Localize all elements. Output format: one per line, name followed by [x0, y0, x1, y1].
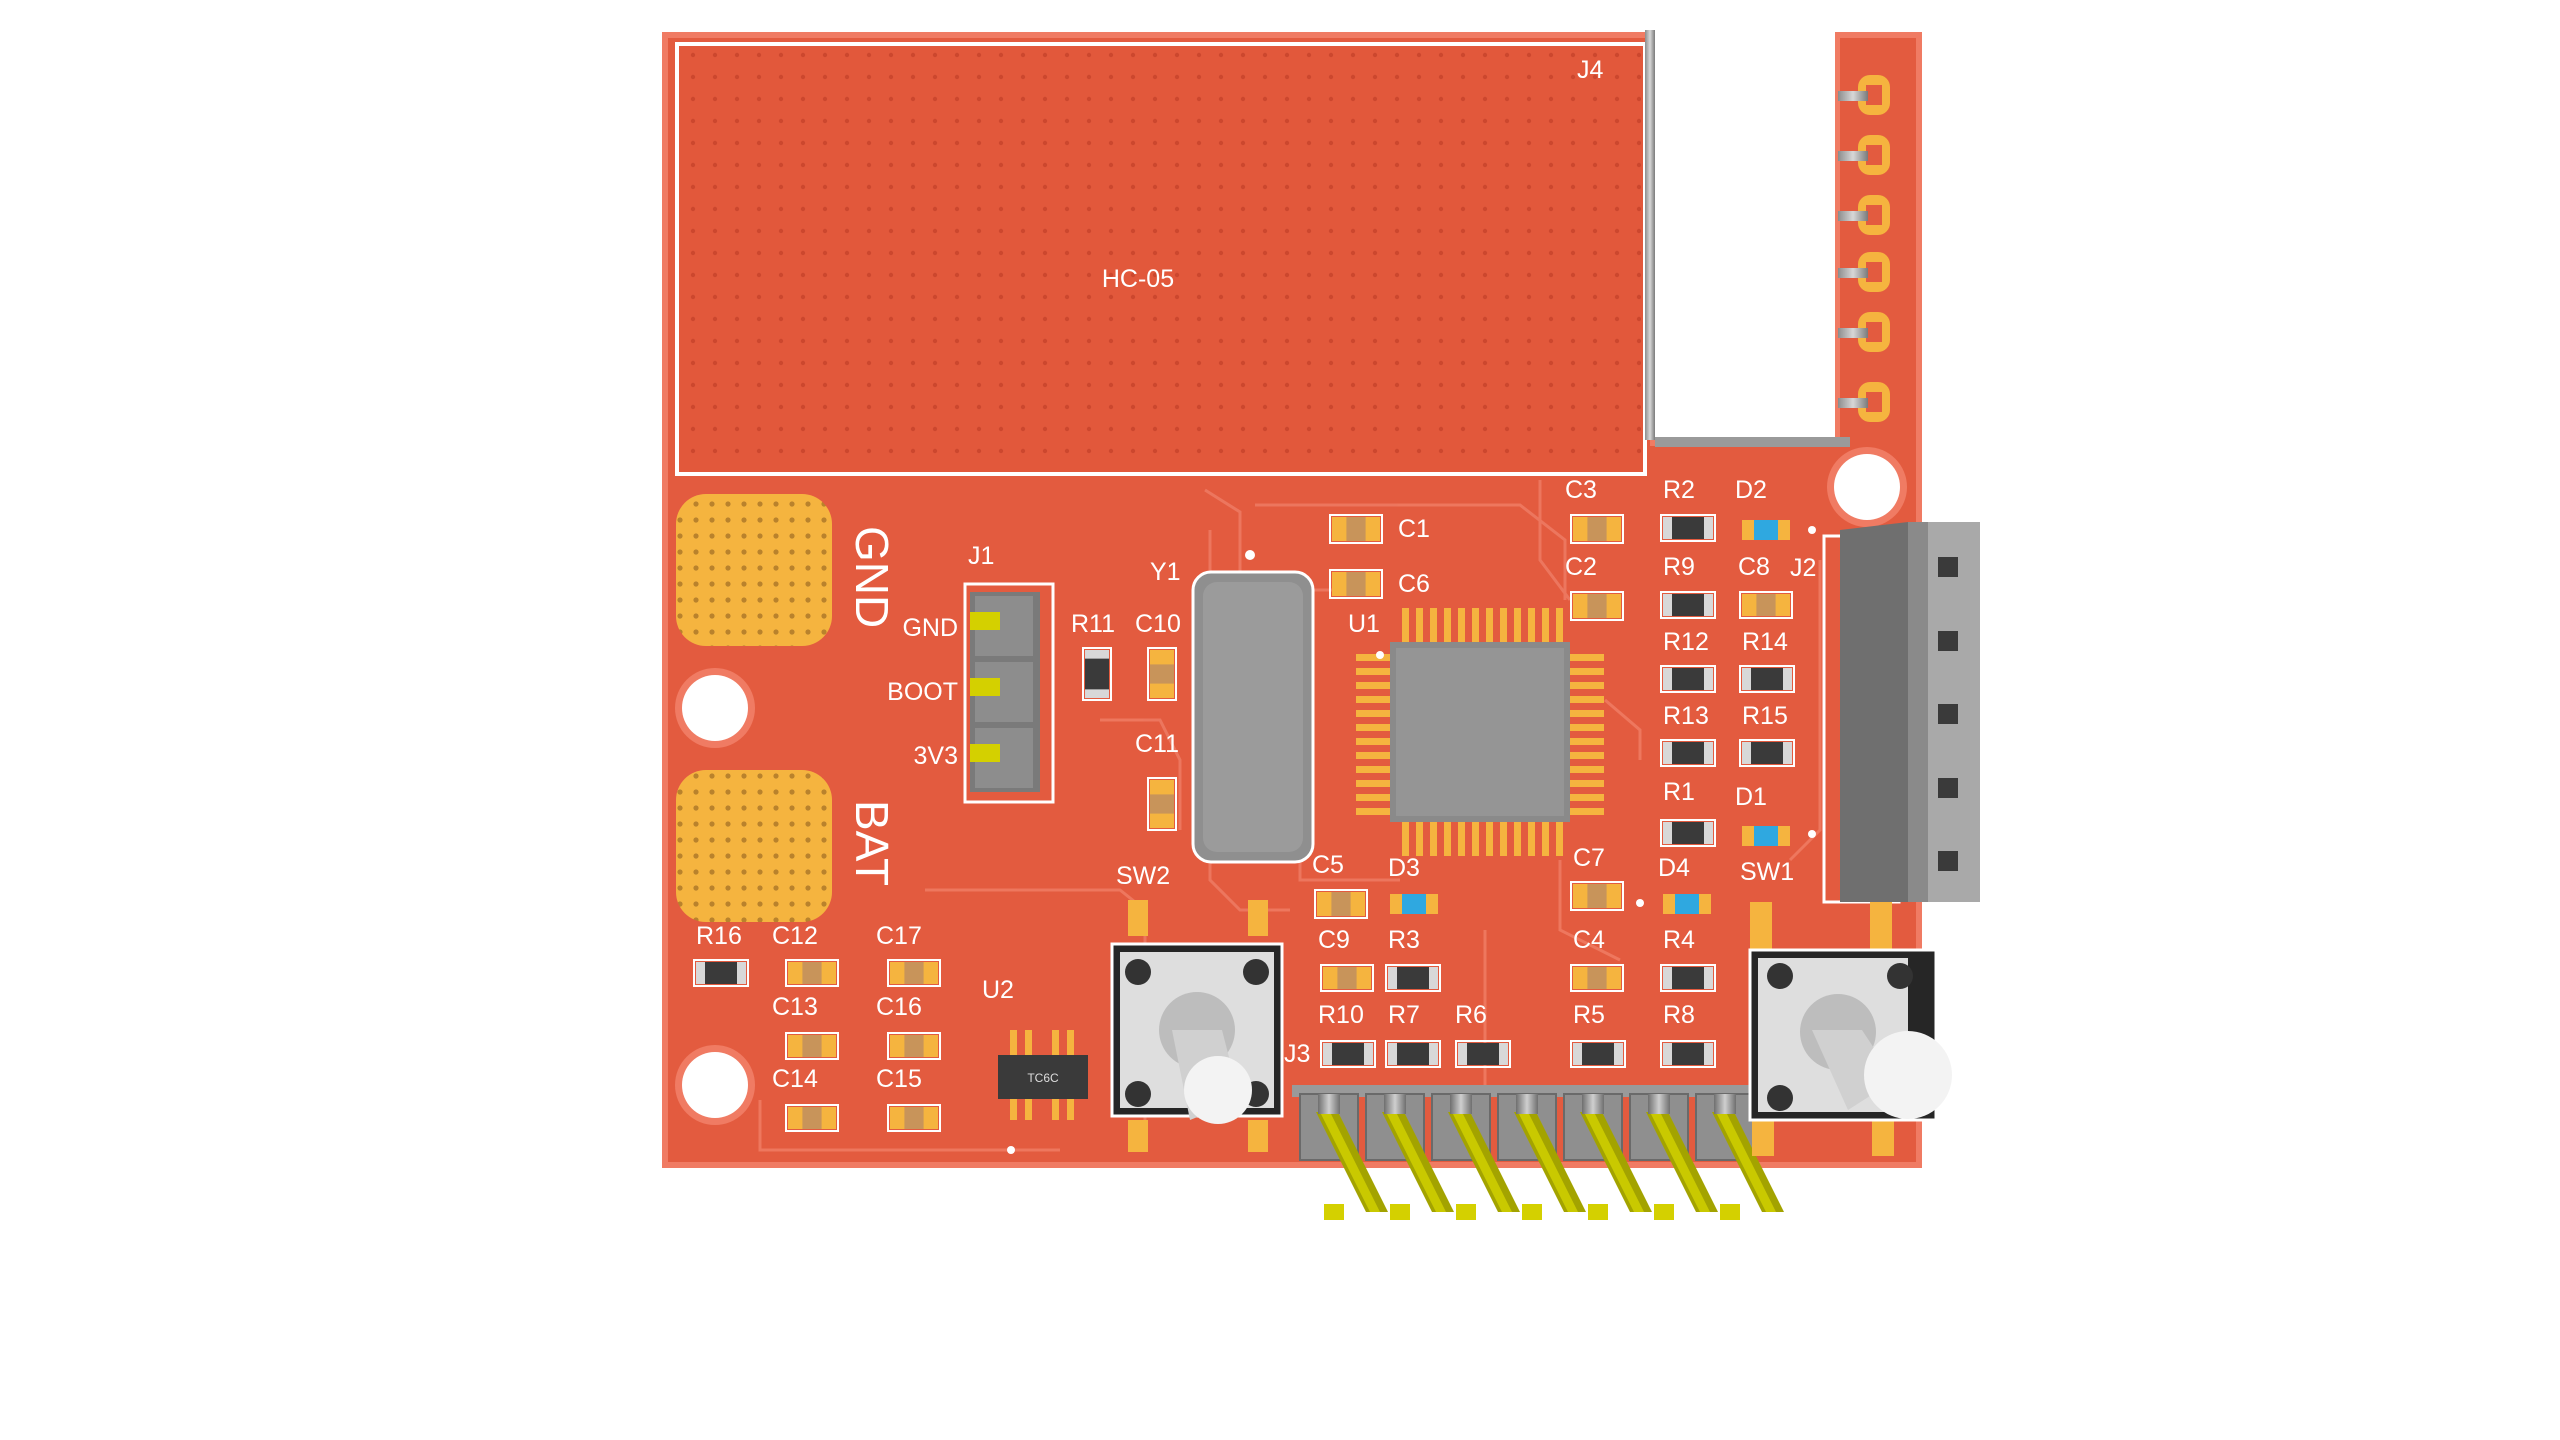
u1-ref: U1	[1348, 610, 1380, 638]
j1-boot-jumper: J1 GND BOOT 3V3	[887, 542, 1055, 804]
ref-r9: R9	[1663, 553, 1695, 581]
j3-pin	[1582, 1094, 1604, 1114]
ref-r16: R16	[696, 922, 742, 950]
j4-pin	[1838, 398, 1868, 408]
ref-r11: R11	[1071, 610, 1115, 638]
ref-d4: D4	[1658, 854, 1690, 882]
ref-c9: C9	[1318, 926, 1350, 954]
j4-pin	[1838, 151, 1868, 161]
ref-c15: C15	[876, 1065, 922, 1093]
ref-r13: R13	[1663, 702, 1709, 730]
module-label: HC-05	[1102, 265, 1174, 293]
j4-pin	[1838, 268, 1868, 278]
ref-r6: R6	[1455, 1001, 1487, 1029]
module-ref: J4	[1577, 56, 1604, 84]
ref-r2: R2	[1663, 476, 1695, 504]
j3-pin	[1714, 1094, 1736, 1114]
ref-c8: C8	[1738, 553, 1770, 581]
j2-pin	[1938, 778, 1958, 798]
j4-pin	[1838, 328, 1868, 338]
ref-r12: R12	[1663, 628, 1709, 656]
j2-pin	[1938, 631, 1958, 651]
ref-c10: C10	[1135, 610, 1181, 638]
ref-r1: R1	[1663, 778, 1695, 806]
u2-ref: U2	[982, 976, 1014, 1004]
j3-pin	[1516, 1094, 1538, 1114]
switch-sw1: SW1	[1740, 858, 1952, 1156]
j2-header: J2	[1790, 522, 1980, 904]
ref-d1: D1	[1735, 783, 1767, 811]
ref-c2: C2	[1565, 553, 1597, 581]
u2-marking: TC6C	[1027, 1071, 1059, 1085]
ref-r3: R3	[1388, 926, 1420, 954]
j1-pin-boot: BOOT	[887, 678, 958, 706]
ref-r4: R4	[1663, 926, 1695, 954]
bat-pad-label: BAT	[846, 800, 898, 886]
sw2-ref: SW2	[1116, 862, 1170, 890]
j2-pin	[1938, 704, 1958, 724]
ref-r8: R8	[1663, 1001, 1695, 1029]
j2-pin	[1938, 851, 1958, 871]
j3-pin	[1450, 1094, 1472, 1114]
ref-r14: R14	[1742, 628, 1788, 656]
j4-pin	[1838, 91, 1868, 101]
ref-c14: C14	[772, 1065, 818, 1093]
mcu-u1: U1	[1348, 608, 1604, 856]
regulator-u2: TC6C U2	[982, 976, 1088, 1154]
j2-pin	[1938, 557, 1958, 577]
ref-c5: C5	[1312, 851, 1344, 879]
j3-ref: J3	[1284, 1040, 1310, 1068]
ref-d2: D2	[1735, 476, 1767, 504]
ref-c17: C17	[876, 922, 922, 950]
j3-pin	[1648, 1094, 1670, 1114]
ref-c4: C4	[1573, 926, 1605, 954]
j1-pin-gnd: GND	[902, 614, 958, 642]
j3-pin	[1318, 1094, 1340, 1114]
ref-c1: C1	[1398, 515, 1430, 543]
ref-r7: R7	[1388, 1001, 1420, 1029]
ref-c3: C3	[1565, 476, 1597, 504]
j4-header	[1645, 30, 1890, 447]
ref-c6: C6	[1398, 570, 1430, 598]
switch-sw2: SW2	[1110, 862, 1284, 1152]
ref-r15: R15	[1742, 702, 1788, 730]
ref-d3: D3	[1388, 854, 1420, 882]
ref-c7: C7	[1573, 844, 1605, 872]
bat-pad: BAT	[676, 770, 898, 922]
j3-pin	[1384, 1094, 1406, 1114]
j1-pin-3v3: 3V3	[914, 742, 958, 770]
j1-ref: J1	[968, 542, 994, 570]
ref-r5: R5	[1573, 1001, 1605, 1029]
ref-c13: C13	[772, 993, 818, 1021]
j2-ref: J2	[1790, 554, 1816, 582]
sw1-ref: SW1	[1740, 858, 1794, 886]
hc05-module: HC-05 J4	[675, 42, 1647, 476]
ref-c16: C16	[876, 993, 922, 1021]
ref-r10: R10	[1318, 1001, 1364, 1029]
gnd-pad: GND	[676, 494, 898, 646]
j4-pin	[1838, 211, 1868, 221]
ref-c12: C12	[772, 922, 818, 950]
j3-header: J3	[1284, 1040, 1784, 1220]
crystal-y1: Y1	[1150, 550, 1315, 864]
y1-ref: Y1	[1150, 558, 1181, 586]
ref-c11: C11	[1135, 730, 1179, 758]
gnd-pad-label: GND	[846, 526, 898, 628]
mounting-holes	[675, 447, 1907, 1125]
